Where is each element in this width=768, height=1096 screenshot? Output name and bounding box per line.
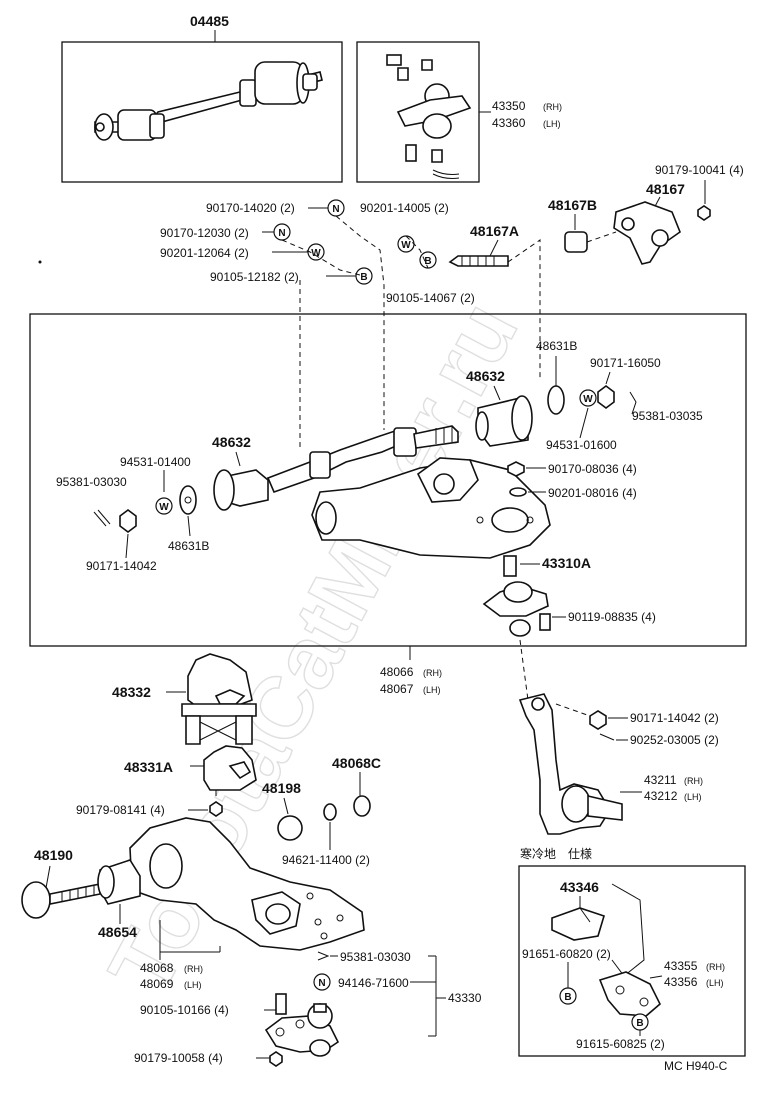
svg-text:W: W [583,394,593,405]
upper-control-arm [266,425,551,559]
label-94146-71600: 94146-71600 [338,976,409,990]
svg-text:N: N [318,978,325,989]
label-43212-lh: (LH) [684,792,702,802]
label-90170-08036: 90170-08036 (4) [548,462,637,476]
cold-spec-bracket [598,971,661,1017]
label-43355: 43355 [664,959,698,973]
svg-text:W: W [311,248,321,259]
label-43350-rh: (RH) [543,102,562,112]
svg-text:W: W [159,502,169,513]
label-90170-12030: 90170-12030 (2) [160,226,249,240]
label-48167A: 48167A [470,223,519,239]
label-90171-14042-left: 90171-14042 [86,559,157,573]
svg-text:N: N [278,228,285,239]
label-43360-lh: (LH) [543,119,561,129]
washer-symbol-3 [579,389,597,407]
label-90179-10041: 90179-10041 (4) [655,163,744,177]
label-48069: 48069 [140,977,174,991]
label-48069-lh: (LH) [184,980,202,990]
label-94531-01400: 94531-01400 [120,455,191,469]
label-cold-spec: 寒冷地 仕様 [520,846,592,861]
box-43350 [356,41,480,183]
label-48632-top: 48632 [466,368,505,384]
label-48190: 48190 [34,847,73,863]
label-90170-14020: 90170-14020 (2) [206,201,295,215]
label-90105-14067: 90105-14067 (2) [386,291,475,305]
label-43330: 43330 [448,991,482,1005]
box-04485 [61,30,343,183]
label-48068-rh: (RH) [184,964,203,974]
label-90179-08141: 90179-08141 (4) [76,803,165,817]
steering-knuckle [518,693,623,835]
label-90252-03005: 90252-03005 (2) [630,733,719,747]
label-94621-11400: 94621-11400 (2) [282,853,370,867]
label-48067-lh: (LH) [423,685,441,695]
svg-text:B: B [636,1018,643,1029]
label-95381-03030-top: 95381-03030 [56,475,127,489]
label-43346: 43346 [560,879,599,895]
label-90105-10166: 90105-10166 (4) [140,1003,229,1017]
label-90119-08835: 90119-08835 (4) [568,610,656,624]
label-43350: 43350 [492,99,526,113]
lower-control-arm [129,817,365,951]
label-48332: 48332 [112,684,151,700]
label-91615-60825: 91615-60825 (2) [576,1037,665,1051]
label-48631B-left: 48631B [168,539,209,553]
label-95381-03030-bot: 95381-03030 [340,950,411,964]
svg-text:W: W [401,240,411,251]
label-43356-lh: (LH) [706,978,724,988]
upper-arm-frame [29,313,747,647]
label-48198: 48198 [262,780,301,796]
label-48632-left: 48632 [212,434,251,450]
label-90201-08016: 90201-08016 (4) [548,486,637,500]
label-48631B-top: 48631B [536,339,577,353]
label-48654: 48654 [98,924,137,940]
label-95381-03035: 95381-03035 [632,409,703,423]
bump-stopper [181,653,257,745]
label-91651-60820: 91651-60820 (2) [522,947,611,961]
washer-symbol-1 [307,243,325,261]
label-43310A: 43310A [542,555,591,571]
label-90105-12182: 90105-12182 (2) [210,270,299,284]
label-90201-12064: 90201-12064 (2) [160,246,249,260]
label-48167: 48167 [646,181,685,197]
label-43355-rh: (RH) [706,962,725,972]
label-48068: 48068 [140,961,174,975]
bump-stopper-lower [203,745,257,791]
label-43211-rh: (RH) [684,776,703,786]
lower-ball-joint [264,1003,340,1057]
cold-spec-box [518,865,746,1057]
label-90171-14042-right: 90171-14042 (2) [630,711,719,725]
label-48067: 48067 [380,682,414,696]
label-43360: 43360 [492,116,526,130]
label-04485: 04485 [190,13,229,29]
label-90201-14005: 90201-14005 (2) [360,201,449,215]
label-90171-16050: 90171-16050 [590,356,661,370]
svg-text:B: B [424,256,431,267]
label-48068C: 48068C [332,755,381,771]
label-48331A: 48331A [124,759,173,775]
catalog-code: MC H940-C [664,1059,728,1073]
label-94531-01600: 94531-01600 [546,438,617,452]
nut-symbol-3 [313,973,331,991]
label-43211: 43211 [644,773,677,787]
label-48167B: 48167B [548,197,597,213]
washer-symbol-4 [155,497,173,515]
label-48066: 48066 [380,665,414,679]
bolt-symbol-3 [559,987,577,1005]
svg-text:B: B [360,272,367,283]
svg-text:B: B [564,992,571,1003]
label-43212: 43212 [644,789,678,803]
label-43356: 43356 [664,975,698,989]
svg-text:N: N [332,204,339,215]
label-90179-10058: 90179-10058 (4) [134,1051,223,1065]
label-48066-rh: (RH) [423,668,442,678]
